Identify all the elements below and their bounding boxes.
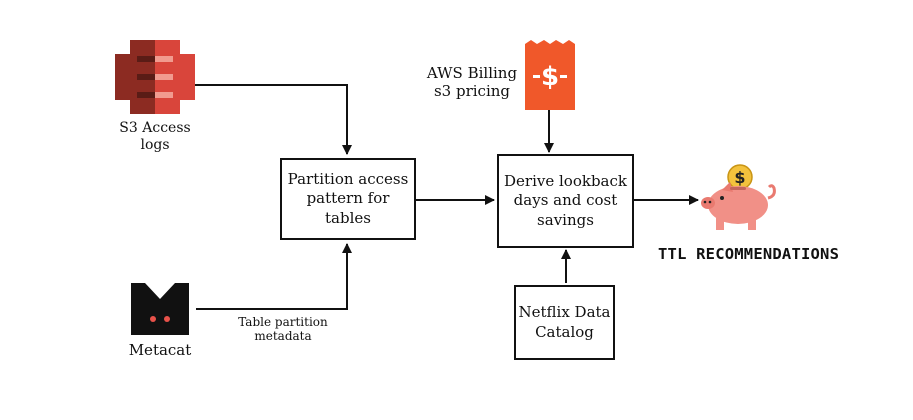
ttl-recommendations-label: TTL RECOMMENDATIONS — [658, 245, 840, 263]
metacat-logo-icon — [131, 283, 189, 335]
aws-billing-label: AWS Billing s3 pricing — [426, 64, 518, 100]
billing-receipt-icon: $ — [525, 40, 575, 110]
metacat-label: Metacat — [128, 341, 192, 359]
svg-text:$: $ — [541, 62, 559, 92]
piggy-bank-icon: $ — [701, 164, 776, 230]
netflix-data-catalog-box: Netflix Data Catalog — [514, 285, 615, 360]
derive-lookback-box: Derive lookback days and cost savings — [497, 154, 634, 248]
svg-text:$: $ — [734, 168, 745, 187]
s3-access-logs-label: S3 Access logs — [119, 120, 191, 153]
table-partition-metadata-label: Table partition metadata — [238, 315, 328, 344]
edge-s3-to-partition — [193, 84, 352, 155]
aws-s3-bucket-icon — [115, 40, 195, 114]
partition-access-box: Partition access pattern for tables — [280, 158, 416, 240]
edge-metacat-to-partition — [196, 243, 352, 310]
